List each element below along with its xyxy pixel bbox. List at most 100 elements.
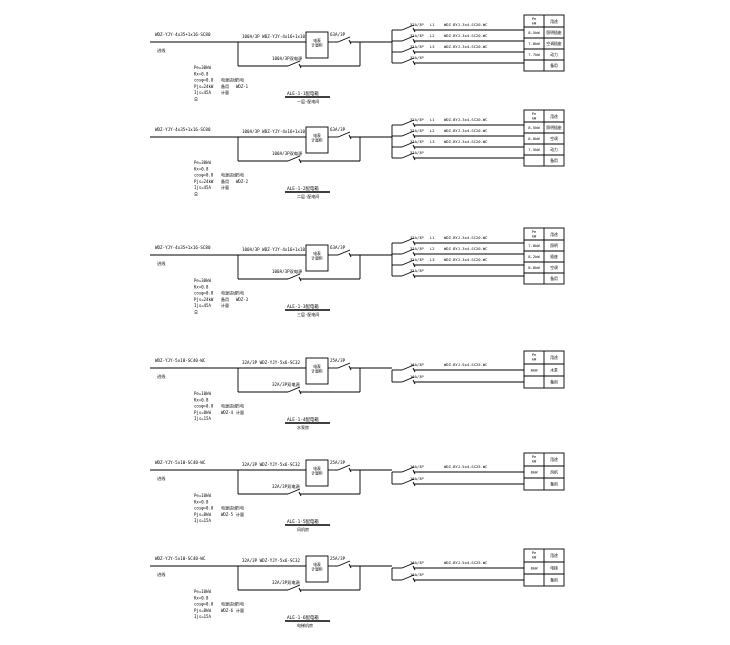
spec-5: Ijs=45A — [194, 303, 211, 308]
main-switch-blade — [337, 464, 351, 471]
spec-4: Pjs=24kW — [194, 179, 214, 184]
spec-3: cosφ=0.8 — [194, 602, 214, 607]
table-cell-use: 照明插座 — [546, 125, 561, 130]
spec-right-3: WDZ-6 — [221, 608, 234, 613]
incoming-label: 进线 — [157, 571, 166, 578]
outlet-breaker-blade — [401, 35, 415, 42]
spec-right-1: 电源进线 — [221, 601, 237, 607]
spec-4: Pjs=24kW — [194, 297, 214, 302]
outlet-breaker-label: 32A/3P — [410, 117, 424, 122]
spec-5: Ijs=15A — [194, 614, 211, 619]
main-breaker-label: 100A/3P WDZ-YJY-4x16+1x10 — [242, 129, 306, 134]
spec-right-4: WDZ-2 — [236, 179, 249, 184]
spec-5: Ijs=45A — [194, 90, 211, 95]
outlet-breaker-blade — [401, 141, 415, 148]
table-cell-use: 空调 — [550, 136, 558, 141]
incoming-cable-label: WDZ-YJY-4x35+1x16-SC80 — [155, 127, 211, 132]
main-switch-label: 63A/3P — [330, 245, 346, 250]
table-cell-use: 电梯 — [550, 566, 558, 571]
spec-right-2: 市电 — [236, 505, 244, 511]
main-switch-blade — [337, 249, 351, 256]
table-cell-power: 7.8kW — [528, 41, 540, 46]
outlet-breaker-blade — [401, 119, 415, 126]
spec-5: Ijs=45A — [194, 185, 211, 190]
bypass-label: 100A/3P双电源 — [272, 55, 303, 62]
outlet-cable: WDZ-BYJ-3x4-SC20-WC — [444, 246, 487, 251]
outlet-phase: L1 — [430, 235, 435, 240]
bypass-switch-blade — [287, 273, 301, 280]
table-cell-use: 照明插座 — [546, 30, 561, 35]
outlet-breaker-label: 32A/3P — [410, 33, 424, 38]
incoming-cable-label: WDZ-YJY-5x10-SC40-WC — [155, 556, 206, 561]
outlet-breaker-label: 16A/3P — [410, 464, 424, 469]
spec-2: Kx=0.8 — [194, 595, 209, 600]
spec-4: Pjs=24kW — [194, 84, 214, 89]
spec-right-3: 备用 — [221, 178, 229, 184]
spec-right-3: WDZ-5 — [221, 512, 234, 517]
spec-right-2: 市电 — [236, 403, 244, 409]
outlet-cable: WDZ-BYJ-3x4-SC20-WC — [444, 44, 487, 49]
outlet-cable: WDZ-BYJ-5x4-SC25-WC — [444, 362, 487, 367]
outlet-2: 16A/3P — [392, 476, 524, 487]
main-breaker-label: 32A/3P WDZ-YJY-5x6-SC32 — [242, 558, 300, 563]
meter-box — [305, 357, 329, 385]
spec-right-4: WDZ-1 — [236, 84, 249, 89]
bypass-label: 100A/3P双电源 — [272, 150, 303, 157]
bypass-switch-blade — [287, 155, 301, 162]
incoming-cable-label: WDZ-YJY-4x35+1x16-SC80 — [155, 32, 211, 37]
box-title: ALE-1-2配电箱 — [287, 185, 319, 192]
spec-1: Pe=10kW — [194, 493, 211, 498]
incoming-label: 进线 — [157, 475, 166, 482]
outlet-breaker-label: 32A/3P — [410, 246, 424, 251]
table-cell-power: 8kW — [531, 368, 539, 373]
meter-box-label: 电表计量柜 — [311, 38, 323, 48]
incoming-cable-label: WDZ-YJY-4x35+1x16-SC80 — [155, 245, 211, 250]
outlet-breaker-blade — [401, 130, 415, 137]
spec-right-1: 电源进线 — [221, 290, 237, 296]
outlet-breaker-label: 32A/3P — [410, 235, 424, 240]
outlet-4: 32A/3P — [392, 55, 524, 66]
outlet-breaker-blade — [401, 259, 415, 266]
box-title: ALE-1-1配电箱 — [287, 90, 319, 97]
outlet-cable: WDZ-BYJ-3x4-SC20-WC — [444, 235, 487, 240]
incoming-cable-label: WDZ-YJY-5x10-SC40-WC — [155, 460, 206, 465]
spec-3: cosφ=0.8 — [194, 173, 214, 178]
spec-right-1: 电源进线 — [221, 505, 237, 511]
table-cell-power: 8.0kW — [528, 136, 540, 141]
table-header-use: 用途 — [550, 355, 558, 360]
outlet-cable: WDZ-BYJ-3x4-SC20-WC — [444, 117, 487, 122]
spec-right-2: 市电 — [236, 172, 244, 178]
table-cell-power: 8kW — [531, 470, 539, 475]
table-cell-use: 备用 — [550, 63, 558, 68]
spec-4: Pjs=8kW — [194, 608, 211, 613]
outlet-breaker-label: 32A/3P — [410, 128, 424, 133]
table-cell-power: 7.7kW — [528, 52, 540, 57]
bypass-switch-blade — [287, 386, 301, 393]
table-header-use: 用途 — [550, 457, 558, 462]
meter-box-label: 电表计量柜 — [311, 364, 323, 374]
table-header-use: 用途 — [550, 553, 558, 558]
spec-6: 总 — [194, 309, 198, 315]
outlet-cable: WDZ-BYJ-5x4-SC25-WC — [444, 464, 487, 469]
spec-right-5: 计量 — [221, 89, 229, 95]
table-cell-use: 动力 — [550, 147, 558, 152]
spec-2: Kx=0.8 — [194, 397, 209, 402]
main-switch-label: 63A/3P — [330, 127, 346, 132]
spec-6: 总 — [194, 191, 198, 197]
bypass-label: 100A/3P双电源 — [272, 268, 303, 275]
table-cell-use: 插座 — [550, 254, 558, 259]
